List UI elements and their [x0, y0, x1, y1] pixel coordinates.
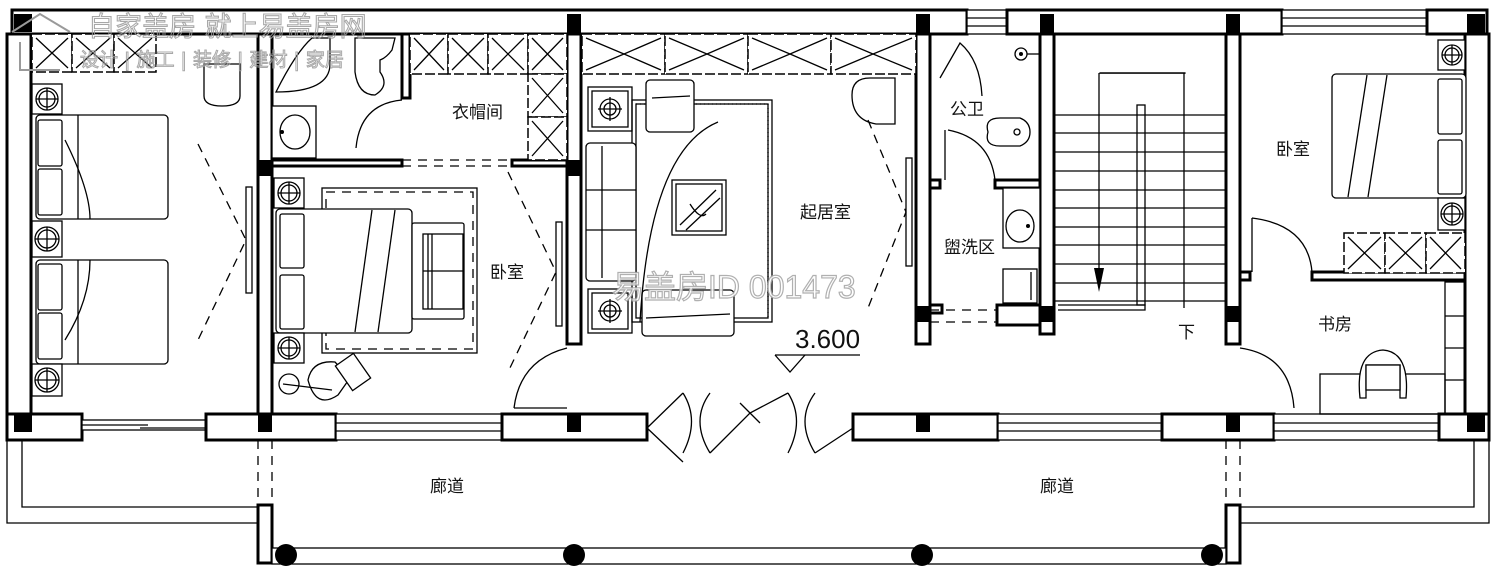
- structural-columns: [14, 14, 1485, 432]
- watermark-logo: 自家盖房 就上易盖房网 设计 | 施工 | 装修 | 建材 | 家居: [11, 11, 367, 72]
- right-rooms-furniture: [1239, 39, 1467, 415]
- corridor-balcony: [6, 440, 1490, 566]
- room-label-bedroom-middle: 卧室: [490, 263, 524, 283]
- living-room-furniture: [585, 77, 913, 373]
- room-label-public-wc: 公卫: [950, 100, 984, 120]
- watermark-slogan: 自家盖房 就上易盖房网: [88, 12, 367, 43]
- room-label-corridor-right: 廊道: [1040, 477, 1074, 497]
- room-label-bedroom-right: 卧室: [1276, 140, 1310, 160]
- left-bedroom-furniture: [31, 83, 253, 429]
- interior-walls: [256, 32, 1467, 416]
- wc-fixtures: [939, 41, 1041, 304]
- room-label-study: 书房: [1318, 315, 1352, 335]
- folding-doors: [646, 392, 854, 463]
- staircase: [1054, 72, 1226, 311]
- room-label-corridor-left: 廊道: [430, 477, 464, 497]
- middle-bedroom-furniture: [273, 171, 568, 409]
- watermark-services: 设计 | 施工 | 装修 | 建材 | 家居: [80, 49, 344, 71]
- wardrobe-living: [581, 33, 917, 75]
- bathroom-fixtures: [203, 37, 403, 159]
- house-logo-icon: [11, 12, 71, 71]
- watermark-id: 易盖房ID 001473: [612, 269, 856, 305]
- elevation-value: 3.600: [795, 324, 860, 354]
- wardrobe-right-bedroom: [1343, 232, 1466, 274]
- wardrobe-cloakroom: [409, 33, 568, 161]
- room-label-cloakroom: 衣帽间: [452, 103, 503, 123]
- room-label-wash-area: 盥洗区: [944, 238, 995, 258]
- wardrobe-left: [31, 33, 157, 73]
- wardrobes: [31, 33, 1466, 274]
- room-label-living-room: 起居室: [800, 203, 851, 223]
- stairs-direction-label: 下: [1178, 323, 1195, 343]
